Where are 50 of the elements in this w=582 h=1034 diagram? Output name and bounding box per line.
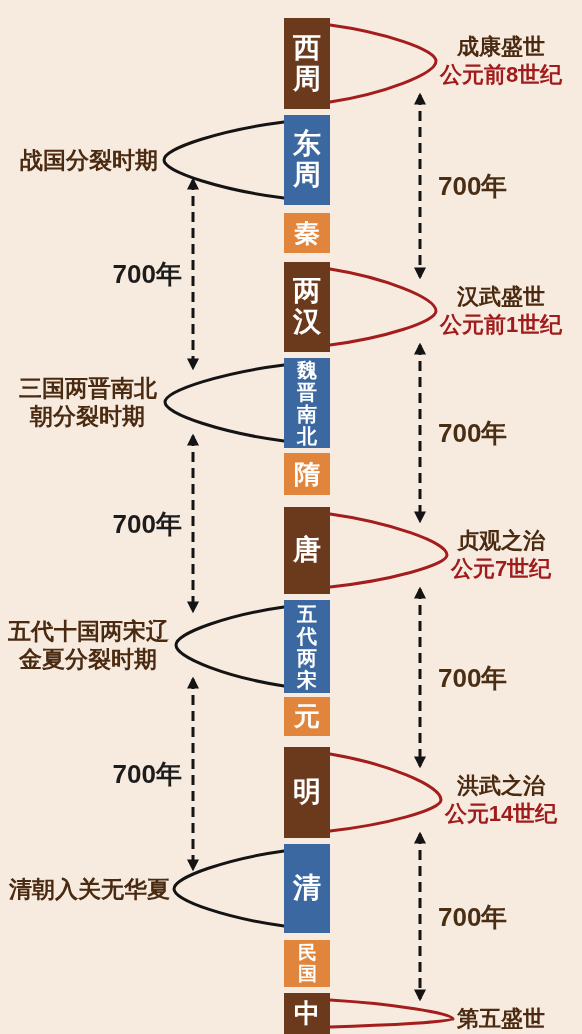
period-label: 三国两晋南北朝分裂时期 <box>17 374 158 430</box>
dynasty-block <box>284 507 330 594</box>
double-arrow <box>414 342 426 524</box>
era-name: 洪武之治 <box>457 772 545 800</box>
curved-connector <box>162 120 286 200</box>
period-label: 五代十国两宋辽金夏分裂时期 <box>6 617 170 673</box>
curved-connector <box>163 363 286 443</box>
dynasty-name: 明 <box>293 777 321 808</box>
dynasty-block <box>284 844 330 933</box>
dynasty-block <box>284 18 330 109</box>
period-label: 战国分裂时期 <box>20 146 158 174</box>
double-arrow <box>187 433 199 614</box>
era-name: 第五盛世 <box>457 1005 545 1033</box>
dynasty-name: 西周 <box>293 32 321 95</box>
dynasty-block <box>284 600 330 693</box>
dynasty-block <box>284 453 330 495</box>
dynasty-name: 中 <box>294 999 320 1028</box>
dynasty-name: 元 <box>294 702 320 731</box>
dynasty-name: 两汉 <box>293 276 321 338</box>
era-date: 公元14世纪 <box>444 800 558 828</box>
double-arrow <box>187 177 199 371</box>
dynasty-name: 隋 <box>294 459 320 489</box>
dynasty-block <box>284 697 330 736</box>
dynasty-block <box>284 262 330 352</box>
era-name: 贞观之治 <box>457 527 545 555</box>
curved-connector <box>174 605 286 688</box>
dynasty-block <box>284 747 330 838</box>
dynasty-name: 清 <box>293 873 321 904</box>
dynasty-name: 民国 <box>297 942 317 985</box>
double-arrow <box>414 586 426 769</box>
era-name: 汉武盛世 <box>457 283 545 311</box>
dynasty-name: 魏晋南北 <box>297 359 317 447</box>
dynasty-name: 秦 <box>294 218 320 248</box>
dynasty-name: 五代两宋 <box>297 602 317 691</box>
dynasty-block <box>284 358 330 448</box>
dynasty-name: 唐 <box>293 535 321 566</box>
era-date: 公元7世纪 <box>450 555 552 583</box>
curved-connector <box>172 849 286 928</box>
dynasty-block <box>284 993 330 1034</box>
dynasty-block <box>284 213 330 253</box>
dynasty-block <box>284 115 330 205</box>
dynasty-name: 东周 <box>293 129 321 191</box>
period-label: 清朝入关无华夏 <box>8 875 170 903</box>
era-name: 成康盛世 <box>457 33 545 61</box>
double-arrow <box>414 92 426 280</box>
double-arrow <box>414 831 426 1002</box>
dynasty-block <box>284 940 330 987</box>
era-date: 公元前8世纪 <box>439 61 563 89</box>
era-date: 公元前1世纪 <box>439 311 563 339</box>
double-arrow <box>187 676 199 872</box>
